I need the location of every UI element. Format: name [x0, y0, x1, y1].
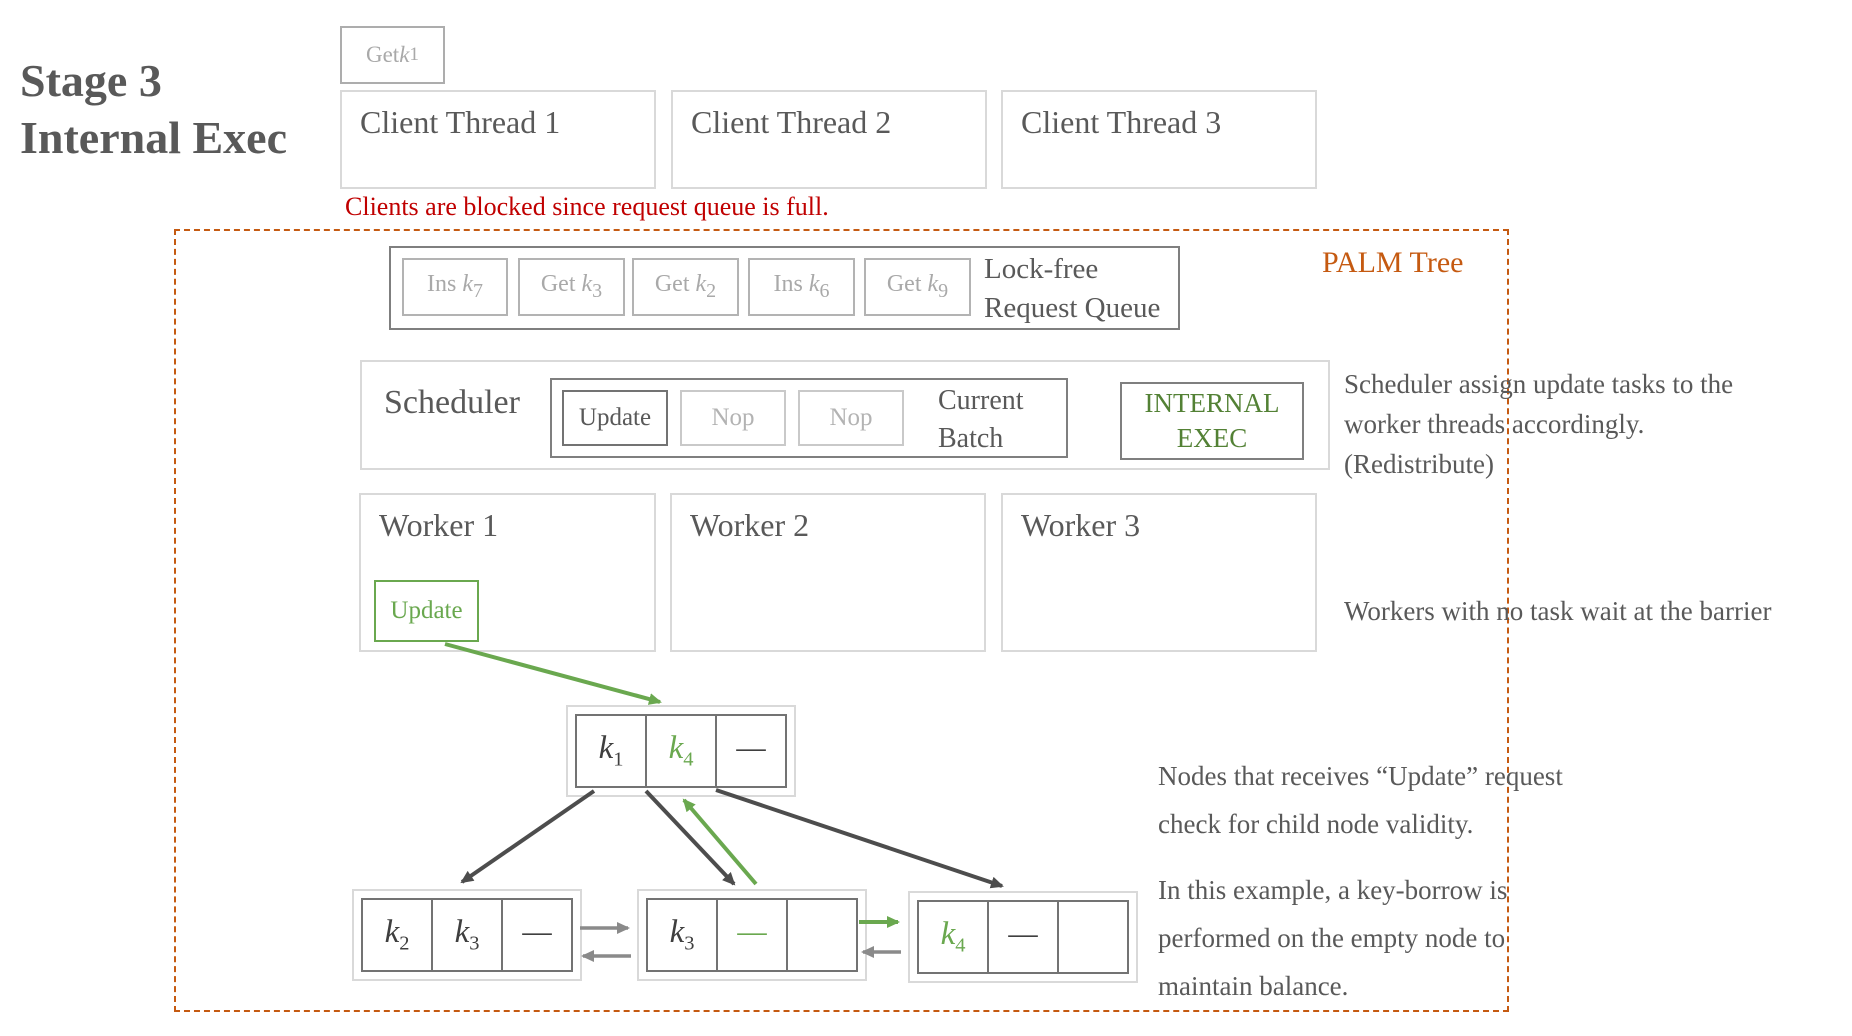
batch-task-update: Update — [562, 390, 668, 446]
scheduler-note-line2: worker threads accordingly. — [1344, 409, 1645, 439]
scheduler-label: Scheduler — [384, 384, 520, 421]
tree-root-node: k1 k4 — — [566, 705, 796, 797]
request-queue-label-line2: Request Queue — [984, 292, 1161, 324]
update-note-line2: check for child node validity. — [1158, 809, 1474, 839]
clients-blocked-note: Clients are blocked since request queue … — [345, 192, 829, 221]
root-cell-k4: k4 — [645, 714, 717, 788]
internal-exec-badge: INTERNAL EXEC — [1120, 382, 1304, 460]
key-borrow-note-line3: maintain balance. — [1158, 971, 1349, 1001]
queue-item-3: Get k2 — [632, 258, 739, 316]
queue-item-5-label: Get k9 — [886, 271, 949, 302]
queue-item-1-label: Ins k7 — [427, 271, 483, 302]
client-thread-1-label: Client Thread 1 — [360, 104, 561, 140]
current-batch-label-line2: Batch — [938, 423, 1004, 454]
right-cell-empty — [1057, 900, 1129, 974]
client-thread-1-box: Client Thread 1 — [340, 90, 656, 189]
page-title: Stage 3 Internal Exec — [20, 52, 287, 166]
worker-2-label: Worker 2 — [690, 507, 810, 543]
worker-3-box: Worker 3 — [1001, 493, 1317, 652]
key-borrow-note: In this example, a key-borrow is perform… — [1158, 866, 1507, 1010]
queue-item-3-label: Get k2 — [654, 271, 717, 302]
client-thread-3-label: Client Thread 3 — [1021, 104, 1222, 140]
client-thread-2-label: Client Thread 2 — [691, 104, 892, 140]
queue-item-1: Ins k7 — [402, 258, 508, 316]
middle-cell-dash: — — [716, 898, 788, 972]
queue-item-4-label: Ins k6 — [773, 271, 830, 302]
left-cell-k2: k2 — [361, 898, 433, 972]
current-batch-label-line1: Current — [938, 385, 1024, 416]
worker-1-label: Worker 1 — [379, 507, 499, 543]
batch-task-nop-2: Nop — [798, 390, 904, 446]
middle-cell-empty — [786, 898, 858, 972]
page-title-line1: Stage 3 — [20, 55, 162, 106]
key-borrow-note-line2: performed on the empty node to — [1158, 923, 1506, 953]
palm-tree-frame — [174, 229, 1509, 1012]
middle-cell-k3: k3 — [646, 898, 718, 972]
internal-exec-line1: INTERNAL — [1144, 388, 1280, 418]
worker-3-label: Worker 3 — [1021, 507, 1141, 543]
scheduler-note-line3: (Redistribute) — [1344, 449, 1494, 479]
right-cell-dash: — — [987, 900, 1059, 974]
root-cell-k1: k1 — [575, 714, 647, 788]
batch-task-nop-1: Nop — [680, 390, 786, 446]
client-thread-3-box: Client Thread 3 — [1001, 90, 1317, 189]
queue-item-4: Ins k6 — [748, 258, 855, 316]
request-queue-label-line1: Lock-free — [984, 253, 1099, 285]
page-title-line2: Internal Exec — [20, 112, 288, 163]
root-cell-dash: — — [715, 714, 787, 788]
tree-middle-node: k3 — — [637, 889, 867, 981]
right-cell-k4: k4 — [917, 900, 989, 974]
scheduler-note: Scheduler assign update tasks to the wor… — [1344, 364, 1733, 484]
client-thread-2-box: Client Thread 2 — [671, 90, 987, 189]
request-queue-label: Lock-free Request Queue — [984, 250, 1160, 328]
key-borrow-note-line1: In this example, a key-borrow is — [1158, 875, 1508, 905]
update-note: Nodes that receives “Update” request che… — [1158, 752, 1563, 848]
left-cell-dash: — — [501, 898, 573, 972]
queue-item-2-label: Get k3 — [540, 271, 603, 302]
worker-1-update-task: Update — [374, 580, 479, 642]
worker-2-box: Worker 2 — [670, 493, 986, 652]
tree-left-node: k2 k3 — — [352, 889, 582, 981]
internal-exec-line2: EXEC — [1176, 423, 1248, 453]
left-cell-k3: k3 — [431, 898, 503, 972]
palm-tree-label: PALM Tree — [1322, 246, 1464, 279]
queue-item-2: Get k3 — [518, 258, 625, 316]
barrier-note: Workers with no task wait at the barrier — [1344, 596, 1772, 626]
tree-right-node: k4 — — [908, 891, 1138, 983]
update-note-line1: Nodes that receives “Update” request — [1158, 761, 1563, 791]
current-batch-label: Current Batch — [938, 382, 1024, 458]
scheduler-note-line1: Scheduler assign update tasks to the — [1344, 369, 1734, 399]
queue-item-5: Get k9 — [864, 258, 971, 316]
